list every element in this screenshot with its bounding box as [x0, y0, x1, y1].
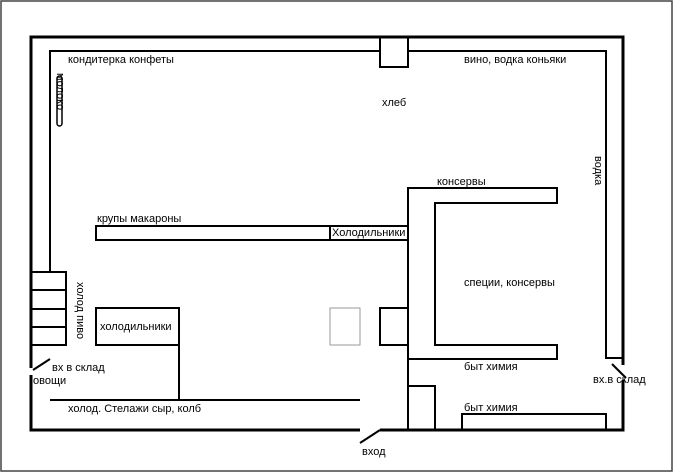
label-entrance: вход — [362, 446, 386, 458]
label-confectionery: кондитерка конфеты — [68, 54, 174, 66]
outer-walls — [29, 35, 625, 432]
label-vegetables: овощи — [33, 375, 67, 387]
label-wine: вино, водка коньяки — [464, 54, 567, 66]
label-milk: молоко — [54, 73, 66, 111]
inner-lines — [30, 36, 627, 444]
door-entrance — [359, 429, 381, 444]
door-left — [32, 358, 51, 371]
label-vodka: водка — [592, 156, 604, 186]
label-cereals: крупы макароны — [97, 213, 182, 225]
label-fridges-shelf: Холодильники — [332, 227, 406, 239]
label-warehouse-entry-left: вх в склад — [52, 362, 105, 374]
cereals-shelf — [95, 225, 331, 241]
label-warehouse-entry-right: вх.в склад — [593, 374, 646, 386]
label-household-2: быт химия — [464, 402, 518, 414]
fridge-box — [95, 307, 180, 346]
canned-shelf — [407, 187, 558, 430]
label-household-1: быт химия — [464, 361, 518, 373]
milk-shelf — [56, 75, 63, 127]
door-right — [611, 363, 627, 379]
label-canned: консервы — [437, 176, 486, 188]
label-spices: специи, консервы — [464, 277, 555, 289]
label-bread: хлеб — [382, 97, 407, 109]
label-fridges-box: холодильники — [100, 321, 172, 333]
label-cold-shelves: холод. Стелажи сыр, колб — [68, 403, 202, 415]
label-cold-beer: холод пиво — [74, 282, 86, 340]
household-shelf — [461, 413, 607, 431]
gray-square — [329, 307, 361, 346]
top-square — [379, 36, 409, 68]
